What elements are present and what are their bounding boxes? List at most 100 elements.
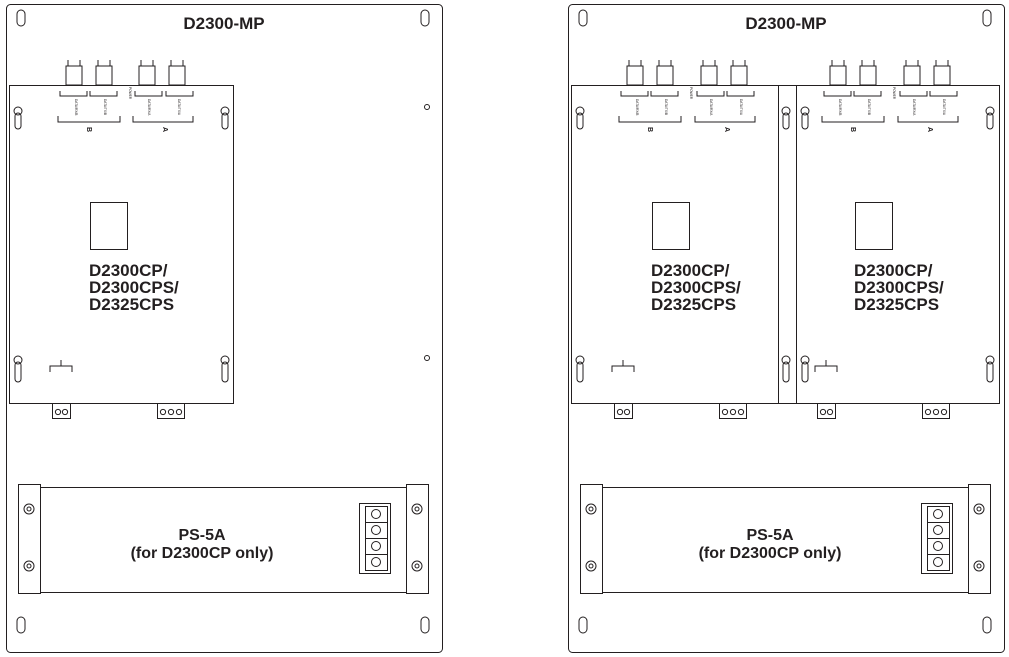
module-card: DATA/RX/B DATA/TX/B POWER DATA/RX/A DATA… <box>571 60 791 419</box>
connector-label: POWER <box>892 87 896 100</box>
power-supply-note: (for D2300CP only) <box>699 545 842 562</box>
panel-title: D2300-MP <box>745 14 826 33</box>
label-window <box>855 202 893 250</box>
connector-label: DATA/RX/A <box>147 99 151 116</box>
group-label: A <box>161 127 168 132</box>
group-label: A <box>926 127 933 132</box>
power-supply-note: (for D2300CP only) <box>131 545 274 562</box>
panel-title: D2300-MP <box>183 14 264 33</box>
power-supply: PS-5A (for D2300CP only) <box>18 484 429 594</box>
terminal-block <box>157 403 185 419</box>
power-supply-body <box>40 487 407 593</box>
terminal-block <box>614 403 633 419</box>
mounting-hole <box>16 9 26 27</box>
group-label: B <box>85 127 92 132</box>
connector-label: DATA/RX/B <box>838 99 842 115</box>
mounting-hole <box>420 616 430 634</box>
keyhole-slot <box>13 355 23 383</box>
terminal-block <box>52 403 71 419</box>
screw-icon <box>585 560 597 572</box>
keyhole-slot <box>985 106 995 130</box>
terminal-block <box>817 403 836 419</box>
screw-icon <box>411 560 423 572</box>
jumper <box>611 360 635 372</box>
mounting-hole <box>424 355 430 361</box>
terminal-block <box>922 403 950 419</box>
connector-label: DATA/RX/A <box>912 99 916 116</box>
bracket <box>406 484 429 594</box>
power-supply-model: PS-5A <box>746 527 794 544</box>
bracket <box>18 484 41 594</box>
module-model-line: D2300CPS/ <box>89 278 179 297</box>
keyhole-slot <box>800 355 810 383</box>
bnc-connector <box>700 65 718 86</box>
module-model-line: D2300CPS/ <box>854 278 944 297</box>
screw-icon <box>23 503 35 515</box>
module-outline <box>571 85 779 404</box>
screw-icon <box>585 503 597 515</box>
power-supply: PS-5A (for D2300CP only) <box>580 484 991 594</box>
label-window <box>90 202 128 250</box>
module-card: DATA/RX/B DATA/TX/B POWER DATA/RX/A DATA… <box>9 60 234 419</box>
module-outline <box>9 85 234 404</box>
terminal-strip <box>359 503 391 574</box>
mounting-hole <box>420 9 430 27</box>
bracket <box>968 484 991 594</box>
keyhole-slot <box>220 106 230 130</box>
connector-label: DATA/TX/A <box>739 99 743 116</box>
connector-label: DATA/RX/B <box>74 99 78 115</box>
module-model-line: D2325CPS <box>651 295 736 314</box>
panel-outline <box>6 4 443 653</box>
module-outline <box>796 85 1000 404</box>
keyhole-slot <box>781 355 791 383</box>
bnc-connector <box>656 65 674 86</box>
bnc-connector <box>859 65 877 86</box>
bnc-connector <box>626 65 644 86</box>
connector-label: DATA/TX/B <box>103 99 107 115</box>
connector-label: POWER <box>128 87 132 100</box>
label-window <box>652 202 690 250</box>
keyhole-slot <box>575 106 585 130</box>
screw-icon <box>973 560 985 572</box>
jumper <box>814 360 838 372</box>
bnc-connector <box>730 65 748 86</box>
bnc-connector <box>138 65 156 86</box>
module-model-line: D2300CPS/ <box>651 278 741 297</box>
module-model-line: D2325CPS <box>89 295 174 314</box>
mounting-panel-left: D2300-MP <box>6 4 443 653</box>
module-model-line: D2300CP/ <box>651 261 730 280</box>
power-supply-model: PS-5A <box>178 527 226 544</box>
connector-label: DATA/TX/B <box>664 99 668 115</box>
group-label: A <box>723 127 730 132</box>
terminal-strip <box>921 503 953 574</box>
mounting-panel-right: D2300-MP <box>568 4 1005 653</box>
keyhole-slot <box>575 355 585 383</box>
bnc-connector <box>168 65 186 86</box>
module-model-line: D2300CP/ <box>854 261 933 280</box>
mounting-hole <box>578 616 588 634</box>
module-model-line: D2325CPS <box>854 295 939 314</box>
mounting-hole <box>424 104 430 110</box>
group-label: B <box>849 127 856 132</box>
keyhole-slot <box>800 106 810 130</box>
connector-label: DATA/RX/B <box>635 99 639 115</box>
connector-label: DATA/TX/B <box>867 99 871 115</box>
keyhole-slot <box>781 106 791 130</box>
mounting-hole <box>982 616 992 634</box>
power-supply-body <box>602 487 969 593</box>
connector-label: DATA/TX/A <box>177 99 181 116</box>
bnc-connector <box>933 65 951 86</box>
bnc-connector <box>95 65 113 86</box>
connector-label: POWER <box>689 87 693 100</box>
screw-icon <box>411 503 423 515</box>
bnc-connector <box>65 65 83 86</box>
module-card: DATA/RX/B DATA/TX/B POWER DATA/RX/A DATA… <box>796 60 1000 419</box>
connector-label: DATA/RX/A <box>709 99 713 116</box>
screw-icon <box>973 503 985 515</box>
jumper <box>49 360 73 372</box>
group-label: B <box>646 127 653 132</box>
mounting-hole <box>982 9 992 27</box>
panel-outline <box>568 4 1005 653</box>
screw-icon <box>23 560 35 572</box>
